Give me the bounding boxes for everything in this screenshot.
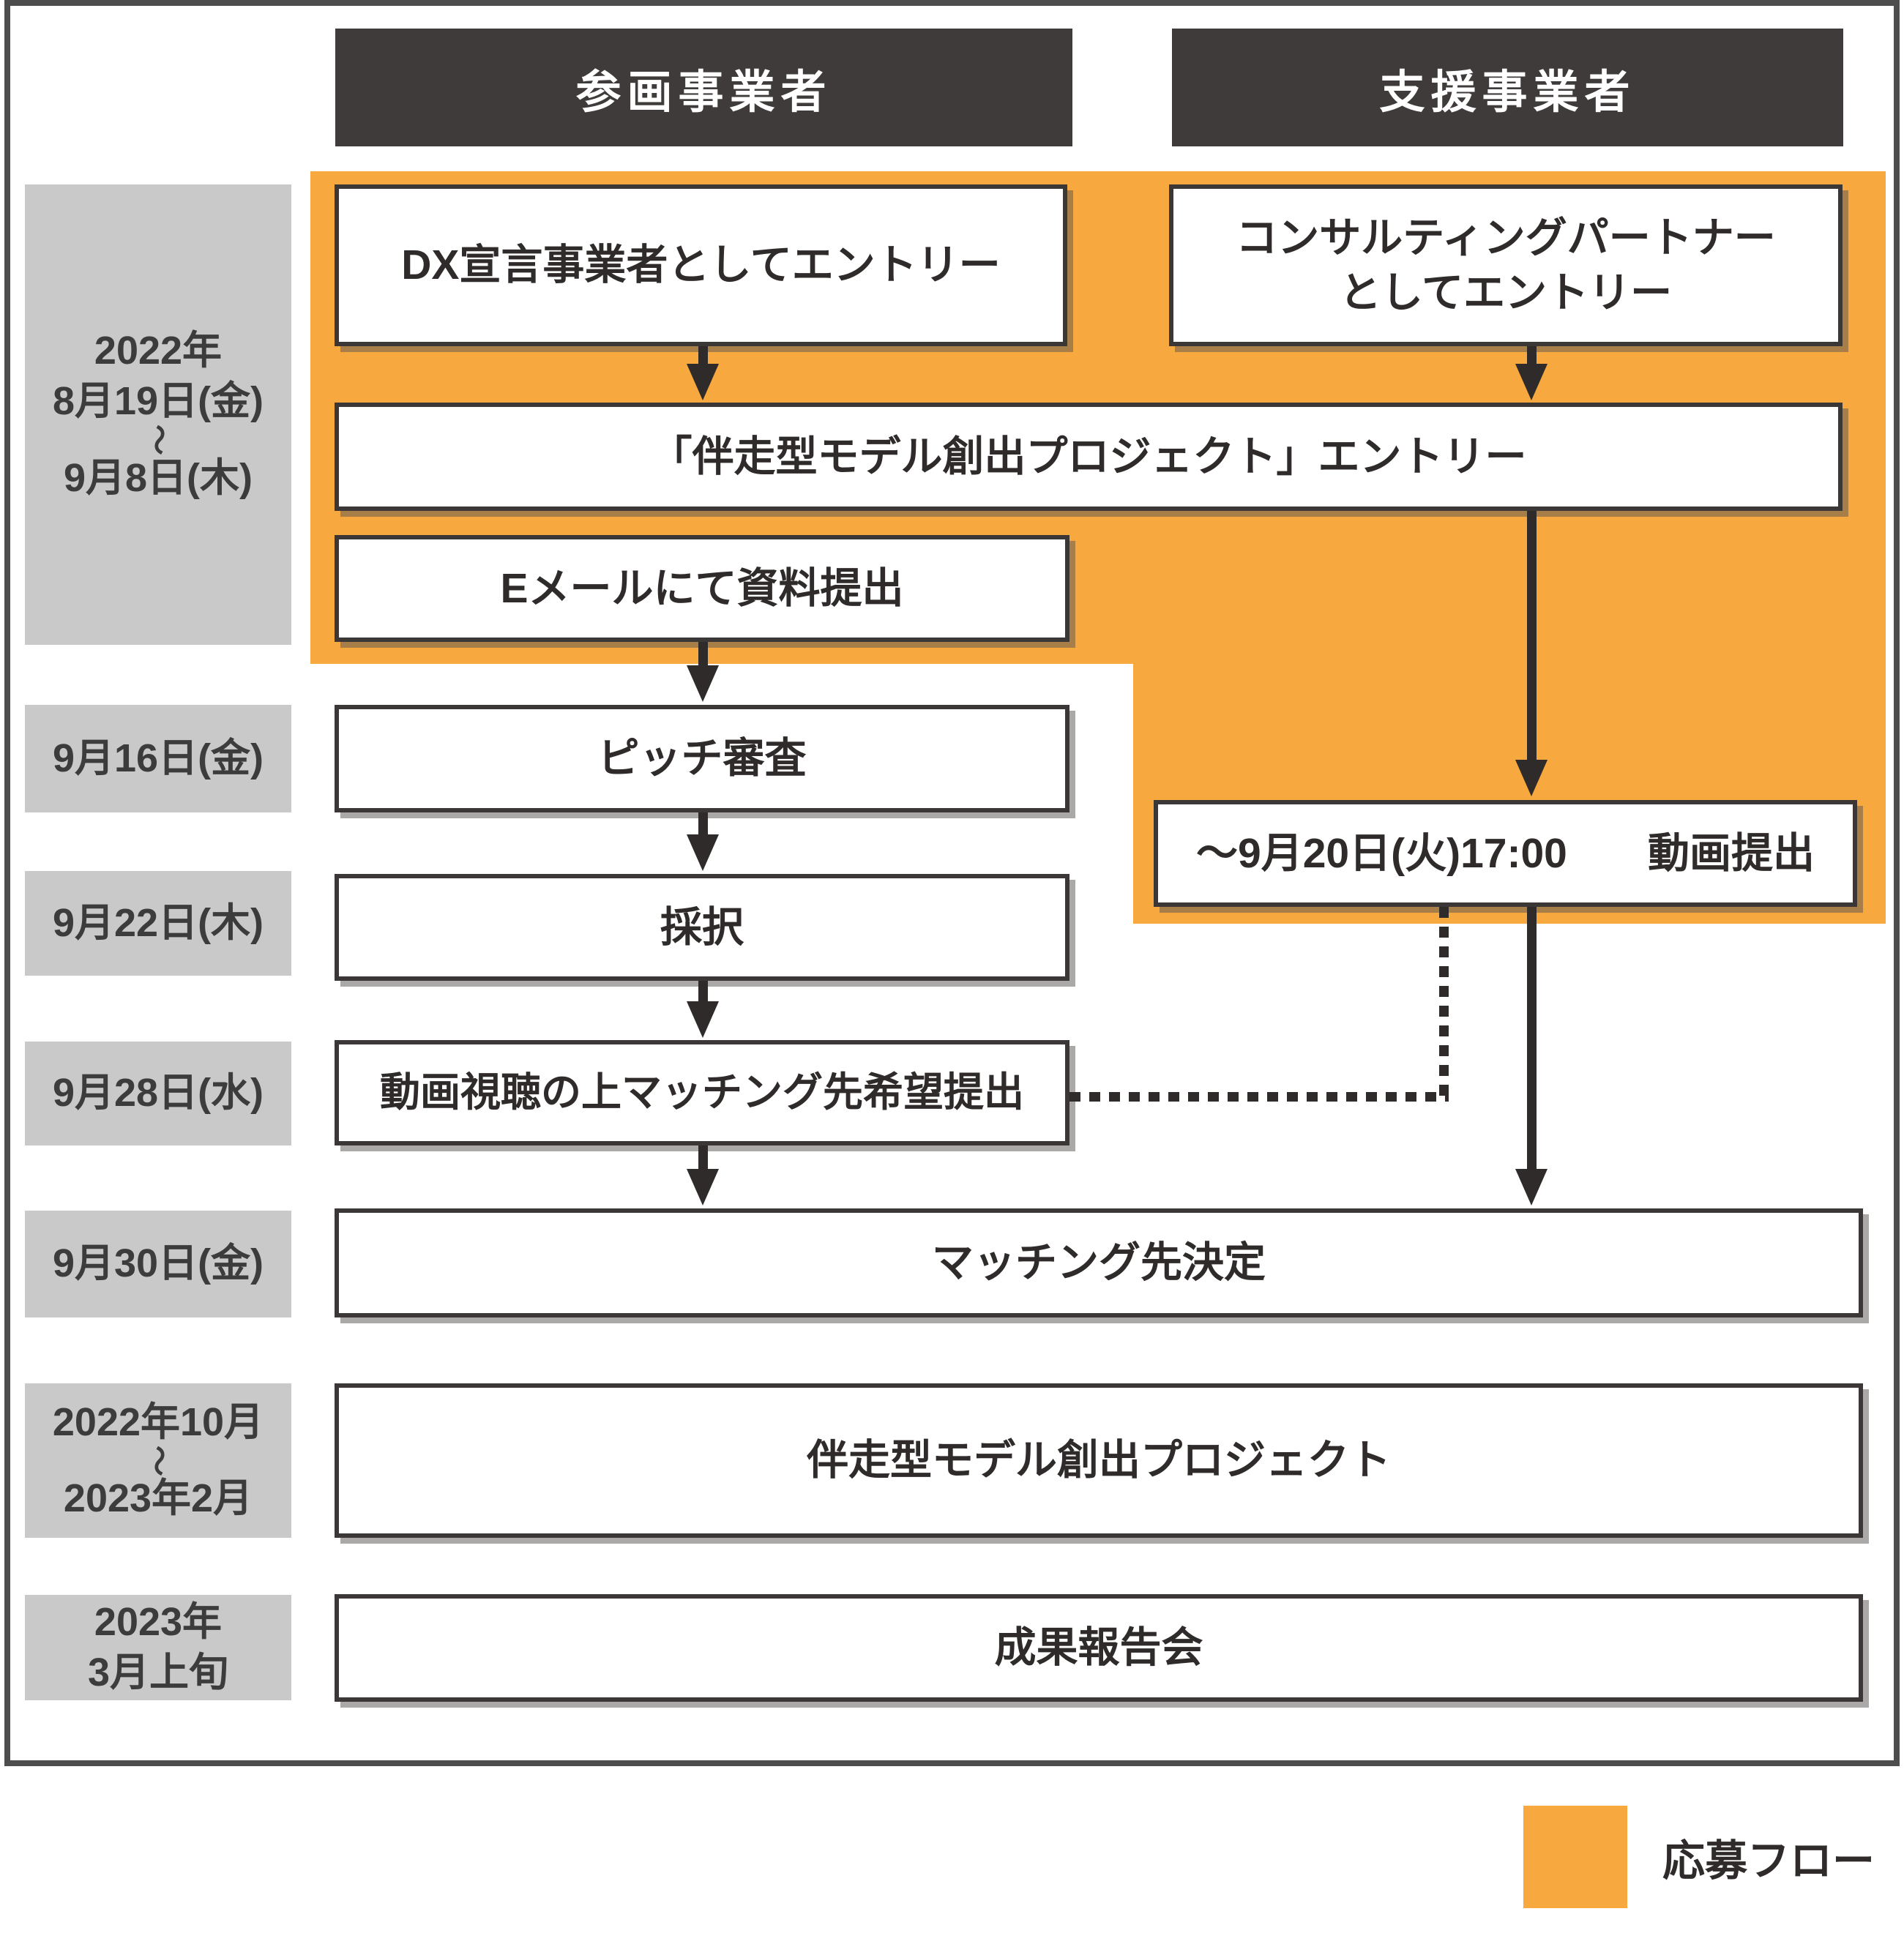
timeline-label-entry-period: 2022年 8月19日(金) ～ 9月8日(木): [25, 184, 291, 645]
arrow-stem: [1526, 346, 1537, 364]
timeline-line: 2022年: [94, 328, 223, 373]
timeline-line: 9月16日(金): [52, 736, 264, 780]
flow-box-label-line: コンサルティングパートナー: [1236, 214, 1776, 262]
flow-box-adoption: 採択: [335, 874, 1069, 981]
timeline-label-sep30: 9月30日(金): [25, 1211, 291, 1317]
timeline-line: 2022年10月: [52, 1399, 264, 1444]
flow-box-project-run: 伴走型モデル創出プロジェクト: [335, 1383, 1863, 1538]
flow-box-email-submit: Eメールにて資料提出: [335, 535, 1069, 642]
flow-box-dx-entry: DX宣言事業者としてエントリー: [335, 184, 1067, 346]
legend-orange-swatch: [1523, 1806, 1627, 1908]
arrow-stem: [698, 642, 708, 665]
flow-box-label: 成果報告会: [994, 1624, 1203, 1672]
arrow-head-icon: [687, 665, 719, 702]
flow-box-label: 「伴走型モデル創出プロジェクト」エントリー: [650, 433, 1527, 480]
arrow-dx-to-project-entry: [687, 346, 719, 400]
arrow-head-icon: [687, 834, 719, 871]
dotted-connector-horizontal: [1069, 1092, 1449, 1102]
flow-box-matching-request: 動画視聴の上マッチング先希望提出: [335, 1040, 1069, 1145]
legend: 応募フロー: [1523, 1806, 1875, 1908]
timeline-label-sep22: 9月22日(木): [25, 871, 291, 976]
header-support-business: 支援事業者: [1172, 29, 1843, 146]
flow-box-video-submit: ～9月20日(火)17:00 動画提出: [1154, 800, 1857, 907]
arrow-adoption-to-matching-request: [687, 981, 719, 1038]
arrow-head-icon: [1515, 1169, 1548, 1205]
flow-box-label: Eメールにて資料提出: [500, 564, 904, 612]
flow-box-result-report: 成果報告会: [335, 1594, 1863, 1702]
arrow-stem: [1526, 907, 1537, 1169]
arrow-email-to-pitch: [687, 642, 719, 702]
header-participating-business: 参画事業者: [335, 29, 1072, 146]
timeline-line: 2023年2月: [63, 1476, 253, 1521]
timeline-line: 9月8日(木): [63, 455, 253, 500]
flow-box-consulting-entry: コンサルティングパートナー としてエントリー: [1169, 184, 1843, 346]
arrow-consulting-to-project-entry: [1515, 346, 1548, 400]
arrow-stem: [698, 346, 708, 364]
arrow-stem: [698, 981, 708, 1001]
arrow-stem: [1526, 511, 1537, 760]
arrow-head-icon: [687, 1169, 719, 1205]
header-participating-business-label: 参画事業者: [575, 67, 832, 118]
timeline-label-sep28: 9月28日(水): [25, 1042, 291, 1145]
timeline-line: 8月19日(金): [52, 379, 264, 424]
timeline-line: 9月30日(金): [52, 1241, 264, 1286]
flow-box-label: ピッチ審査: [597, 735, 807, 782]
flow-box-label: 動画視聴の上マッチング先希望提出: [379, 1069, 1024, 1115]
timeline-label-project-period: 2022年10月 ～ 2023年2月: [25, 1383, 291, 1538]
flow-box-label: 採択: [660, 903, 744, 951]
arrow-pitch-to-adoption: [687, 812, 719, 871]
flow-box-label: DX宣言事業者としてエントリー: [401, 242, 1001, 289]
flow-box-label-line: としてエントリー: [1339, 269, 1673, 316]
dotted-connector-vertical: [1439, 907, 1449, 1097]
arrow-stem: [698, 1145, 708, 1169]
flow-box-label: 伴走型モデル創出プロジェクト: [807, 1437, 1391, 1484]
timeline-label-mar2023: 2023年 3月上旬: [25, 1595, 291, 1700]
arrow-head-icon: [1515, 364, 1548, 400]
arrow-head-icon: [1515, 760, 1548, 796]
arrow-head-icon: [687, 364, 719, 400]
video-deadline-label: ～9月20日(火)17:00: [1196, 829, 1567, 877]
flow-box-matching-decision: マッチング先決定: [335, 1208, 1863, 1317]
timeline-line: 2023年: [94, 1599, 223, 1644]
timeline-tilde: ～: [141, 1445, 176, 1476]
arrow-video-to-decision: [1515, 907, 1548, 1205]
arrow-entry-to-video-submit: [1515, 511, 1548, 796]
timeline-line: 9月22日(木): [52, 900, 264, 945]
timeline-tilde: ～: [141, 425, 176, 456]
flow-box-label: マッチング先決定: [932, 1239, 1266, 1287]
flow-box-pitch-review: ピッチ審査: [335, 705, 1069, 812]
arrow-request-to-decision: [687, 1145, 719, 1205]
legend-label: 応募フロー: [1662, 1837, 1875, 1885]
flow-box-project-entry: 「伴走型モデル創出プロジェクト」エントリー: [335, 403, 1843, 511]
timeline-line: 3月上旬: [87, 1651, 229, 1694]
video-submit-label: 動画提出: [1648, 829, 1815, 877]
arrow-stem: [698, 812, 708, 834]
timeline-label-sep16: 9月16日(金): [25, 705, 291, 812]
header-support-business-label: 支援事業者: [1379, 67, 1636, 118]
timeline-line: 9月28日(水): [52, 1071, 264, 1115]
arrow-head-icon: [687, 1001, 719, 1038]
